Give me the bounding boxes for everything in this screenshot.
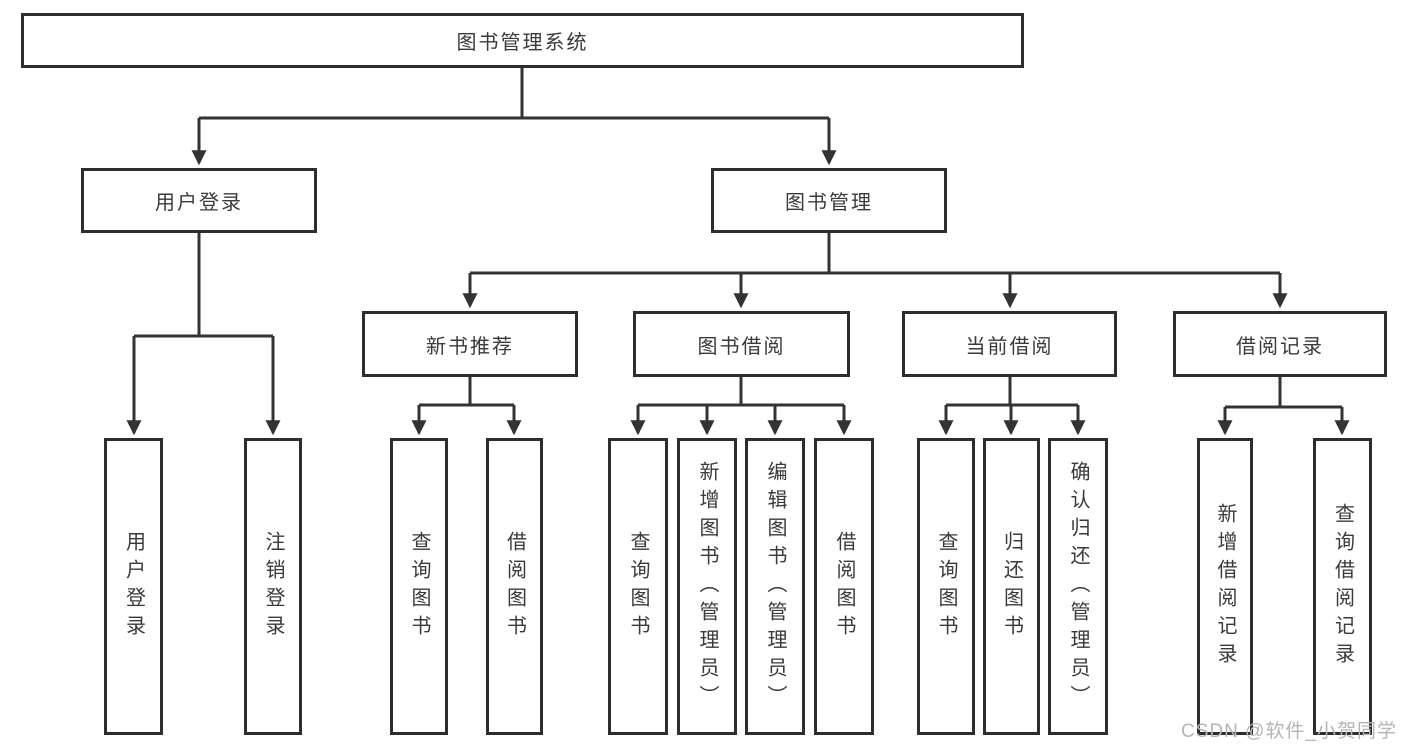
leaf-query-books-current: 查询图书	[917, 438, 975, 735]
node-book-borrowing: 图书借阅	[633, 311, 850, 377]
connector-user-login-split	[134, 233, 273, 338]
node-book-borrowing-label: 图书借阅	[697, 335, 786, 358]
node-library-system-label: 图书管理系统	[456, 32, 589, 54]
leaf-user-login-label: 用户登录	[122, 530, 145, 643]
leaf-confirm-return-admin-label: 确认归还（管理员）	[1067, 460, 1089, 713]
leaf-borrow-books-recommendation: 借阅图书	[486, 438, 543, 735]
leaf-edit-books-admin: 编辑图书（管理员）	[745, 438, 805, 735]
connector-book-mgmt-split	[470, 233, 1280, 275]
node-current-borrowing-label: 当前借阅	[965, 335, 1054, 358]
leaf-logout: 注销登录	[244, 438, 302, 735]
node-user-login-label: 用户登录	[155, 192, 243, 214]
leaf-confirm-return-admin: 确认归还（管理员）	[1048, 438, 1108, 735]
leaf-query-books-borrowing-label: 查询图书	[627, 530, 649, 643]
connector-book-borrow-split	[638, 377, 844, 407]
leaf-add-books-admin: 新增图书（管理员）	[677, 438, 737, 735]
leaf-borrow-books-borrowing: 借阅图书	[814, 438, 874, 735]
node-book-management: 图书管理	[711, 168, 947, 233]
node-library-system: 图书管理系统	[21, 13, 1024, 68]
leaf-query-books-recommendation-label: 查询图书	[408, 530, 430, 643]
node-new-book-recommendation-label: 新书推荐	[426, 335, 514, 358]
leaf-query-books-borrowing: 查询图书	[608, 438, 668, 735]
leaf-add-borrow-record: 新增借阅记录	[1197, 438, 1253, 735]
node-current-borrowing: 当前借阅	[902, 311, 1117, 377]
leaf-logout-label: 注销登录	[262, 530, 284, 643]
node-borrowing-records-label: 借阅记录	[1236, 335, 1324, 358]
leaf-return-books-label: 归还图书	[1000, 530, 1023, 643]
connector-borrow-records-split	[1225, 377, 1342, 409]
leaf-return-books: 归还图书	[983, 438, 1040, 735]
leaf-query-books-recommendation: 查询图书	[390, 438, 448, 735]
connector-root-split	[199, 68, 829, 120]
leaf-add-borrow-record-label: 新增借阅记录	[1214, 502, 1236, 671]
leaf-edit-books-admin-label: 编辑图书（管理员）	[764, 460, 786, 713]
connector-current-borrow-split	[946, 377, 1078, 407]
leaf-query-books-current-label: 查询图书	[935, 530, 957, 643]
leaf-query-borrow-record: 查询借阅记录	[1313, 438, 1372, 735]
node-new-book-recommendation: 新书推荐	[362, 311, 578, 377]
leaf-borrow-books-recommendation-label: 借阅图书	[503, 530, 526, 643]
node-borrowing-records: 借阅记录	[1173, 311, 1387, 377]
leaf-add-books-admin-label: 新增图书（管理员）	[696, 460, 718, 713]
leaf-borrow-books-borrowing-label: 借阅图书	[833, 530, 855, 643]
node-book-management-label: 图书管理	[785, 192, 873, 214]
leaf-user-login: 用户登录	[104, 438, 163, 735]
leaf-query-borrow-record-label: 查询借阅记录	[1331, 502, 1354, 671]
node-user-login: 用户登录	[81, 168, 317, 233]
connector-new-book-rec-split	[419, 377, 514, 407]
